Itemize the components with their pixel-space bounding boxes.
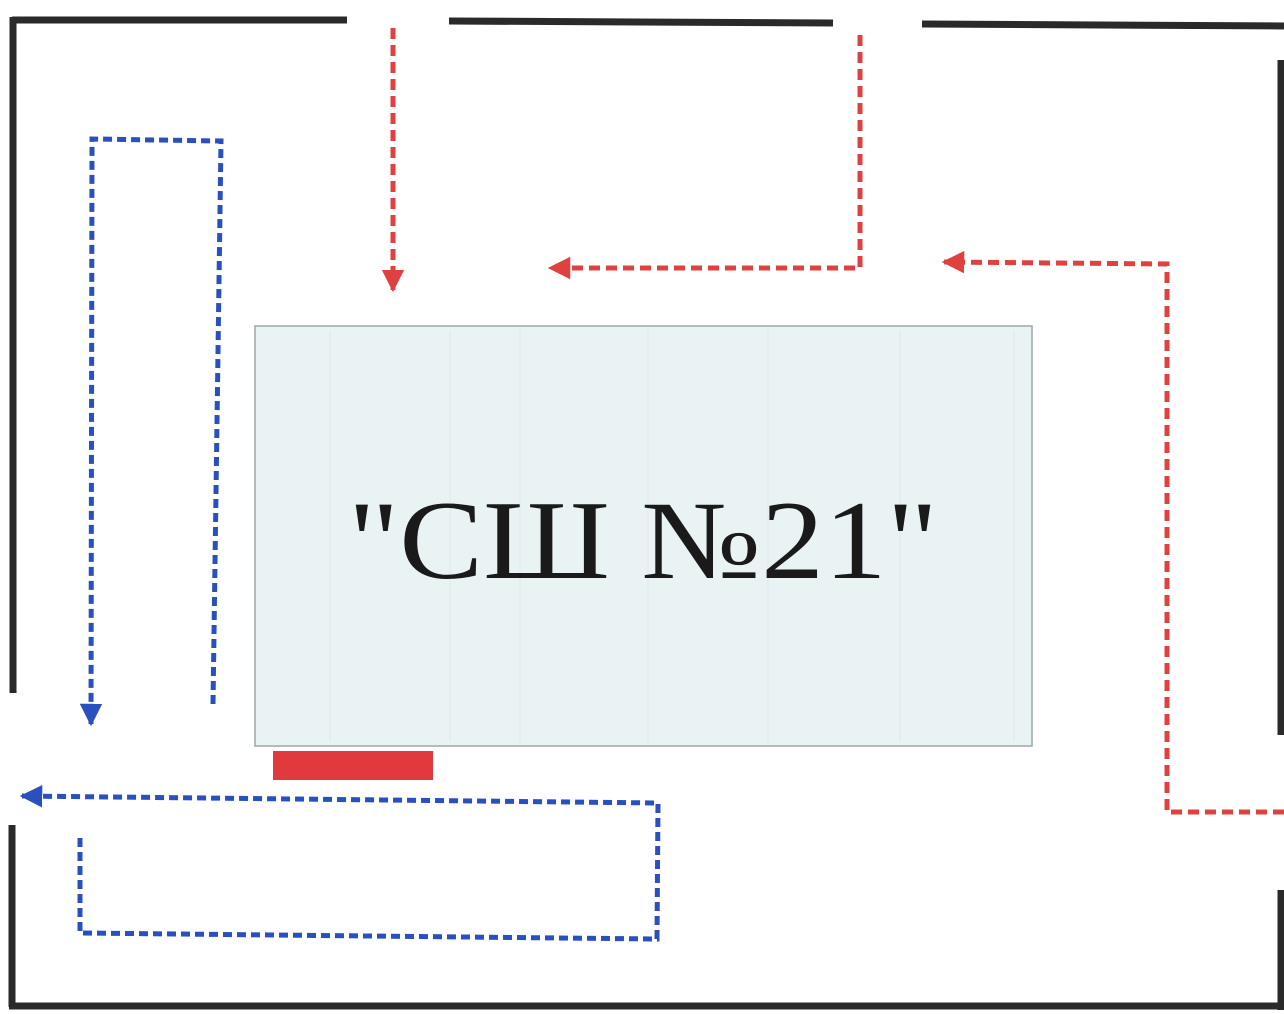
red-route-top-middle: [547, 35, 863, 280]
wall-top-middle: [448, 17, 834, 27]
red-route-right-side: [941, 250, 1284, 815]
blue-route-bottom-loop: [19, 784, 661, 942]
building-texture: [329, 330, 1015, 742]
blue-route-left-loop: [79, 136, 224, 727]
red-routes: [381, 28, 1284, 815]
wall-top-right: [921, 20, 1284, 30]
blue-routes: [19, 136, 661, 942]
building-outline: [254, 325, 1033, 747]
entrance-marker: [273, 751, 433, 780]
perimeter-walls: [8, 16, 1284, 1010]
school-building: "СШ №21": [254, 325, 1033, 747]
building-name: "СШ №21": [348, 479, 938, 603]
